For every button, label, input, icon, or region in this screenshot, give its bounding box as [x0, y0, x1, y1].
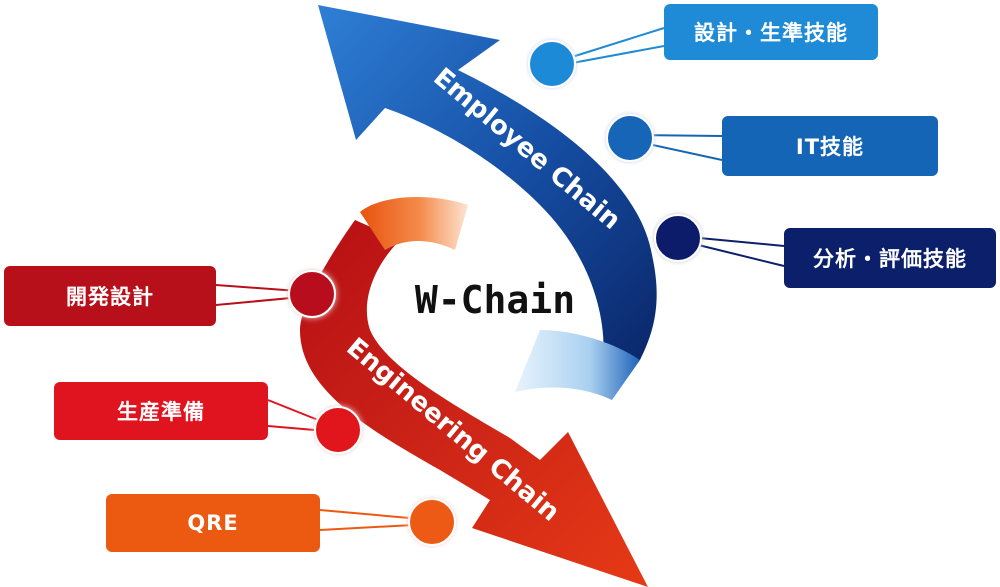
center-title: W-Chain	[414, 278, 576, 322]
node-it	[606, 114, 654, 162]
skill-box-it: IT技能	[722, 116, 938, 176]
node-production-prep	[314, 406, 362, 454]
skill-box-qre: QRE	[106, 494, 320, 552]
employee-chain-ribbon	[515, 330, 640, 400]
node-qre	[408, 498, 456, 546]
node-analysis	[654, 214, 702, 262]
engineering-chain-arrow	[300, 220, 648, 587]
skill-box-analysis: 分析・評価技能	[784, 228, 996, 288]
skill-box-development-design: 開発設計	[4, 266, 216, 326]
node-development-design	[288, 270, 336, 318]
skill-box-design-production: 設計・生準技能	[664, 4, 878, 60]
skill-box-production-prep: 生産準備	[54, 382, 268, 440]
engineering-chain-ribbon	[360, 196, 468, 250]
node-design-production	[528, 40, 576, 88]
employee-chain-arrow	[318, 5, 657, 382]
